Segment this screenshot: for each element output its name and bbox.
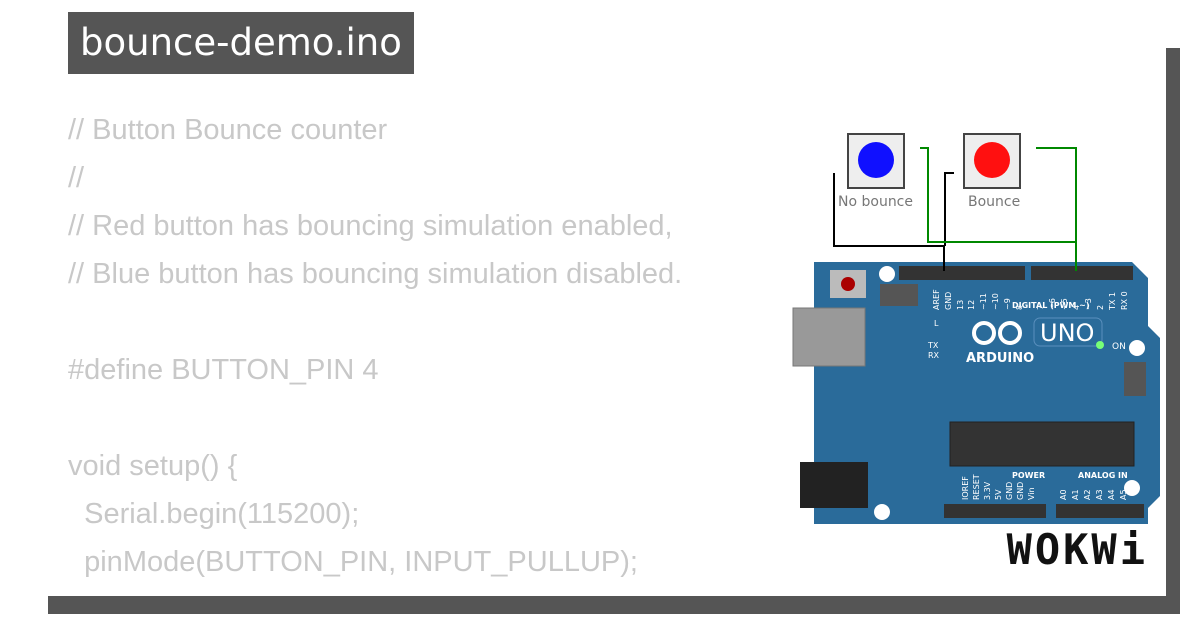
wire-pin4	[1036, 147, 1077, 242]
pin-label: A4	[1107, 489, 1116, 500]
pin-label: ~5	[1060, 298, 1069, 310]
pin-label: A5	[1119, 489, 1128, 500]
pin-label: AREF	[932, 289, 941, 310]
pin-label: Vin	[1027, 487, 1036, 500]
button-cap-red[interactable]	[974, 142, 1010, 178]
model-frame	[1033, 317, 1103, 347]
button-label: Bounce	[968, 194, 1020, 210]
pin-label: GND	[1016, 482, 1025, 500]
icsp-header	[880, 284, 918, 306]
pin-label: ~11	[979, 293, 988, 310]
infinity-logo	[972, 321, 1022, 345]
pin-label: 12	[967, 300, 976, 310]
tx-label: TX	[927, 341, 939, 350]
on-led	[1096, 341, 1104, 349]
code-line: Serial.begin(115200);	[68, 498, 360, 530]
pin-label: 7	[1036, 305, 1045, 310]
pin-label: 5V	[994, 489, 1003, 500]
wire-gnd	[833, 173, 945, 271]
wokwi-logo: WOKWi	[1006, 525, 1148, 574]
on-label: ON	[1112, 342, 1126, 352]
code-line: pinMode(BUTTON_PIN, INPUT_PULLUP);	[68, 546, 638, 578]
pin-label: A0	[1059, 489, 1068, 500]
rx-label: RX	[928, 351, 940, 360]
code-preview: // Button Bounce counter // // Red button …	[68, 106, 682, 596]
brand-label: ARDUINO	[966, 351, 1034, 366]
pin-label: ~10	[991, 293, 1000, 310]
analog-label: ANALOG IN	[1078, 471, 1128, 480]
l-label: L	[934, 319, 939, 328]
power-label: POWER	[1012, 471, 1045, 480]
code-line: }	[68, 586, 682, 596]
model-label: UNO	[1040, 319, 1094, 347]
reset-button-cap	[841, 277, 855, 291]
digital-label: DIGITAL (PWM ~)	[1012, 301, 1090, 310]
power-jack	[800, 462, 868, 508]
pin-label: ~6	[1048, 298, 1057, 310]
code-line: // Red button has bouncing simulation en…	[68, 210, 673, 242]
wire-gnd	[944, 172, 954, 246]
code-line: //	[68, 162, 85, 194]
pin-label: 13	[956, 300, 965, 310]
pin-label: 3.3V	[983, 481, 992, 500]
digital-header-low	[1031, 266, 1133, 280]
pin-label: ~3	[1084, 298, 1093, 310]
code-line: // Button Bounce counter	[68, 114, 388, 146]
button-cap-blue[interactable]	[858, 142, 894, 178]
pin-label: ~9	[1003, 298, 1012, 310]
code-line: #define BUTTON_PIN 4	[68, 354, 379, 386]
digital-header-high	[899, 266, 1025, 280]
button-label: No bounce	[838, 194, 913, 210]
usb-port	[792, 307, 866, 367]
icsp-header-2	[1124, 362, 1146, 396]
pin-label: RX 0	[1120, 291, 1129, 310]
mount-hole	[879, 266, 895, 282]
pin-label: 4	[1072, 305, 1081, 310]
pin-label: TX 1	[1108, 292, 1117, 311]
pin-label: A1	[1071, 489, 1080, 500]
project-title: bounce-demo.ino	[68, 12, 414, 74]
mount-hole	[1124, 480, 1140, 496]
power-header	[944, 504, 1046, 518]
pin-label: IOREF	[961, 476, 970, 500]
pin-label: A2	[1083, 489, 1092, 500]
pin-label: 2	[1096, 305, 1105, 310]
microcontroller-chip	[949, 421, 1135, 467]
pin-label: GND	[944, 292, 953, 310]
analog-header	[1056, 504, 1144, 518]
code-line: // Blue button has bouncing simulation d…	[68, 258, 683, 290]
pin-label: RESET	[972, 474, 981, 500]
wire-pin4	[920, 147, 1077, 271]
mount-hole	[1129, 340, 1145, 356]
mount-hole	[874, 504, 890, 520]
pin-label: 8	[1015, 305, 1024, 310]
code-line: void setup() {	[68, 450, 238, 482]
pin-label: A3	[1095, 489, 1104, 500]
pin-label: GND	[1005, 482, 1014, 500]
